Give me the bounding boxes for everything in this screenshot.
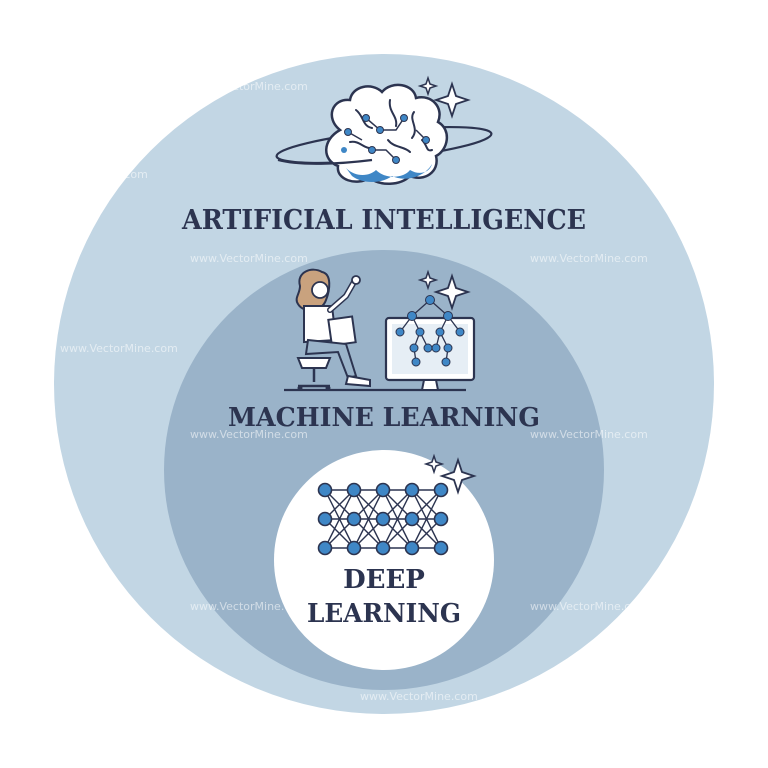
- nn-node: [375, 540, 391, 556]
- watermark-text: www.VectorMine.com: [530, 600, 648, 613]
- watermark-text: www.VectorMine.com: [190, 252, 308, 265]
- person-at-computer-icon: [284, 268, 476, 392]
- watermark-text: www.VectorMine.com: [530, 252, 648, 265]
- nn-node: [317, 482, 333, 498]
- label-artificial-intelligence: ARTIFICIAL INTELLIGENCE: [181, 205, 586, 236]
- label-machine-learning: MACHINE LEARNING: [228, 403, 540, 433]
- nn-node: [404, 511, 420, 527]
- watermark-text: www.VectorMine.com: [360, 690, 478, 703]
- watermark-text: www.VectorMine.com: [30, 168, 148, 181]
- nn-node: [433, 482, 449, 498]
- nn-node: [404, 540, 420, 556]
- watermark-text: www.VectorMine.com: [190, 428, 308, 441]
- nn-node: [404, 482, 420, 498]
- nn-connection: [324, 489, 355, 549]
- nn-node: [346, 511, 362, 527]
- label-deep: DEEP: [343, 565, 425, 595]
- nn-node: [346, 540, 362, 556]
- watermark-text: www.VectorMine.com: [60, 342, 178, 355]
- watermark-text: www.VectorMine.com: [530, 428, 648, 441]
- watermark-text: www.VectorMine.com: [190, 600, 308, 613]
- label-learning: LEARNING: [307, 599, 461, 629]
- nn-connection: [382, 489, 413, 549]
- nn-node: [346, 482, 362, 498]
- nn-node: [433, 540, 449, 556]
- neural-network-icon: [317, 453, 477, 556]
- nn-node: [317, 511, 333, 527]
- nn-node: [433, 511, 449, 527]
- nn-connection: [411, 489, 442, 549]
- nn-connection: [353, 489, 384, 549]
- nn-node: [317, 540, 333, 556]
- watermark-text: www.VectorMine.com: [190, 80, 308, 93]
- nn-node: [375, 482, 391, 498]
- brain-with-orbit-icon: [275, 75, 493, 185]
- inner-circle-dl: [274, 450, 494, 670]
- watermark-layer: www.VectorMine.com www.VectorMine.com ww…: [30, 80, 648, 703]
- nn-node: [375, 511, 391, 527]
